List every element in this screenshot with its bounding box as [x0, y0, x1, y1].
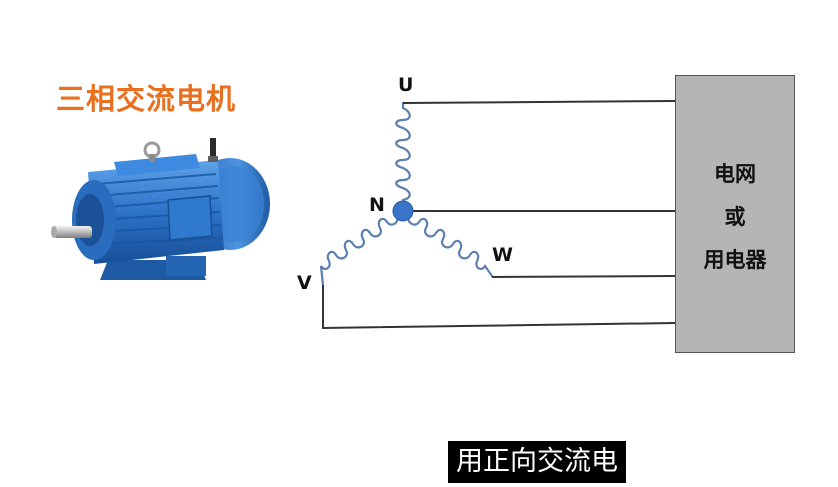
- grid-box-line-1: 电网: [714, 162, 756, 186]
- wire-u: [402, 100, 676, 104]
- neutral-label-n: N: [369, 194, 385, 216]
- terminal-label-w: W: [492, 244, 513, 266]
- terminal-label-v: V: [297, 272, 312, 294]
- neutral-node-dot: [392, 200, 414, 222]
- coil-u: [395, 101, 411, 208]
- terminal-label-u: U: [398, 74, 414, 96]
- wire-w: [491, 275, 676, 278]
- grid-or-appliance-box: 电网 或 用电器: [675, 75, 795, 353]
- wire-v: [322, 285, 676, 330]
- grid-box-line-3: 用电器: [703, 248, 767, 272]
- three-phase-motor-image: [51, 138, 270, 280]
- coil-w: [407, 213, 494, 278]
- page-title: 三相交流电机: [56, 82, 237, 116]
- grid-box-line-2: 或: [724, 205, 746, 229]
- caption-subtitle: 用正向交流电: [448, 441, 626, 483]
- coil-v: [319, 213, 399, 287]
